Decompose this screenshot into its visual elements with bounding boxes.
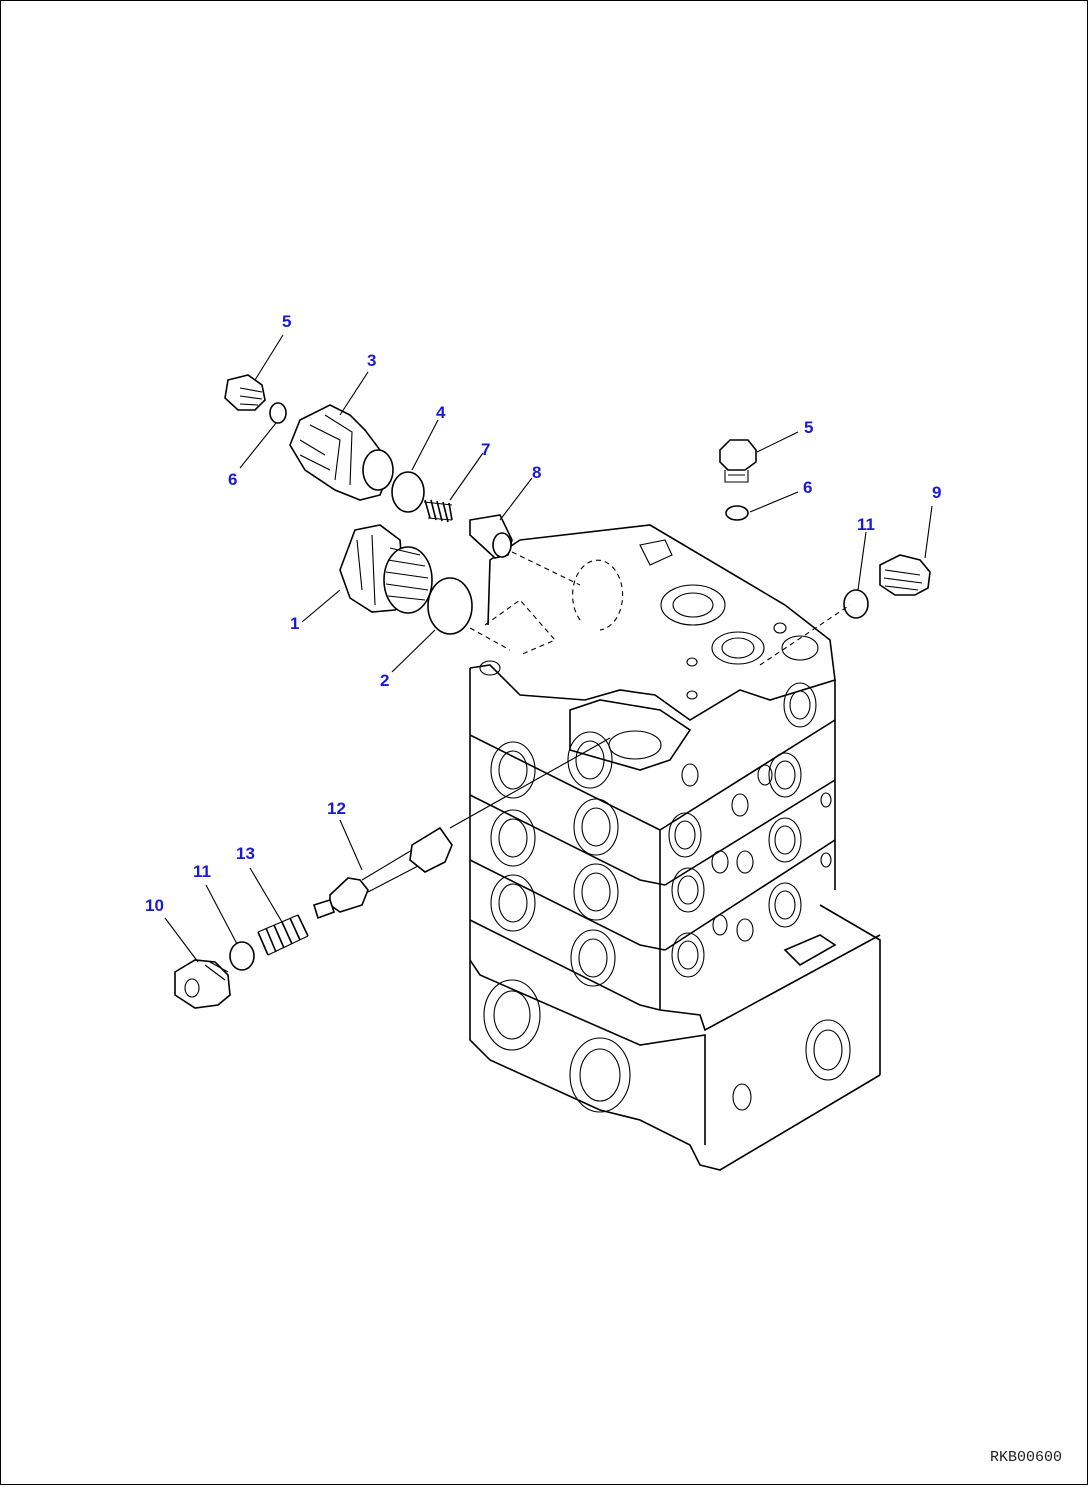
callout-labels: 5 3 4 7 8 6 5 6 9 11 1 2 12 13 11 10 (145, 312, 941, 915)
part-4-o-ring (391, 471, 425, 513)
part-3-valve-sleeve (289, 404, 394, 501)
callout-8: 8 (532, 463, 541, 482)
part-12-spool (313, 826, 453, 920)
callout-4: 4 (436, 403, 446, 422)
part-11-o-ring-right (843, 589, 869, 619)
assembly-center-lines (449, 551, 851, 829)
callout-5-left: 5 (282, 312, 291, 331)
drawing-code: RKB00600 (990, 1449, 1062, 1466)
callout-12: 12 (327, 799, 346, 818)
part-10-plug (174, 959, 231, 1009)
callout-13: 13 (236, 844, 255, 863)
part-7-spring (423, 499, 453, 523)
part-8-poppet (469, 514, 513, 559)
callout-6-right: 6 (803, 478, 812, 497)
leader-lines (164, 334, 933, 963)
callout-10: 10 (145, 896, 164, 915)
part-1-relief-valve (339, 524, 433, 614)
part-9-plug (879, 554, 931, 596)
callout-5-right: 5 (804, 418, 813, 437)
callout-7: 7 (481, 440, 490, 459)
callout-11-left: 11 (193, 862, 211, 881)
part-5-plug-left (224, 374, 266, 411)
callout-11-right: 11 (857, 515, 875, 534)
part-11-o-ring-left (229, 941, 255, 971)
part-6-o-ring-right (725, 505, 749, 521)
part-5-plug-right (719, 439, 757, 483)
callout-2: 2 (380, 671, 389, 690)
part-13-spring (257, 914, 309, 956)
callout-6-left: 6 (228, 470, 237, 489)
control-valve-body (469, 524, 881, 1171)
callout-3: 3 (367, 351, 376, 370)
callout-1: 1 (290, 614, 299, 633)
callout-9: 9 (932, 483, 941, 502)
part-6-o-ring-left (269, 402, 287, 424)
part-2-o-ring (427, 577, 473, 635)
